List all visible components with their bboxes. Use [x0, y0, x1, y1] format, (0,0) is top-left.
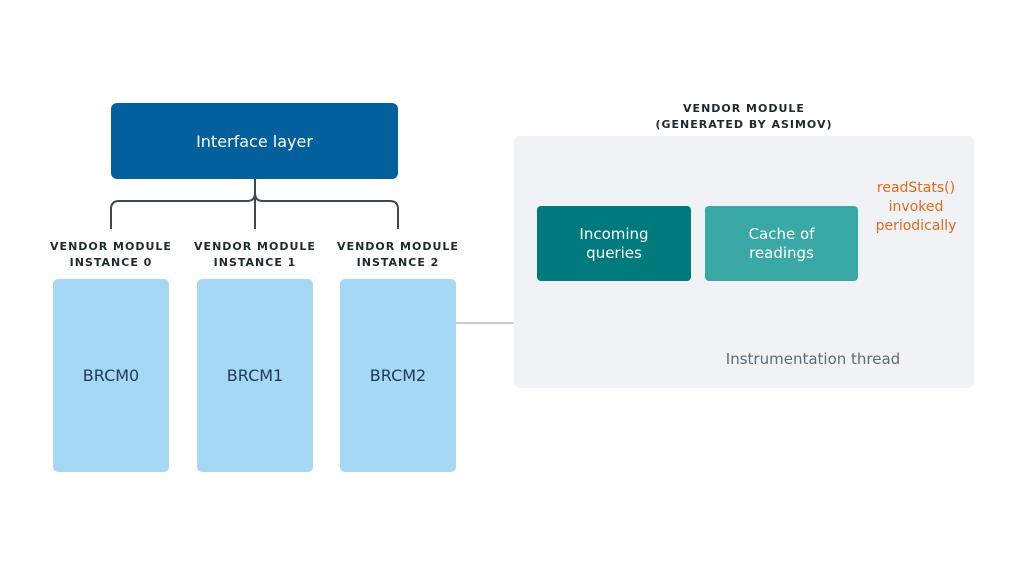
incoming-queries-box: Incoming queries	[537, 206, 691, 281]
incoming-queries-line1: Incoming	[579, 224, 649, 243]
instance-2-label: VENDOR MODULE INSTANCE 2	[328, 239, 468, 271]
vendor-module-title-line2: (GENERATED BY ASIMOV)	[655, 118, 833, 131]
cache-line1: Cache of	[748, 224, 815, 243]
brcm2-label: BRCM2	[369, 366, 427, 385]
interface-layer-label: Interface layer	[196, 131, 313, 151]
readstats-line1: readStats()	[876, 180, 956, 196]
interface-layer-box: Interface layer	[111, 103, 398, 179]
readstats-line3: periodically	[875, 218, 957, 234]
cache-of-readings-box: Cache of readings	[705, 206, 858, 281]
readstats-line2: invoked	[888, 199, 944, 215]
tree-connector	[110, 179, 399, 229]
instrumentation-thread-label: Instrumentation thread	[725, 350, 901, 368]
vendor-module-title: VENDOR MODULE (GENERATED BY ASIMOV)	[644, 101, 844, 133]
readstats-annotation: readStats() invoked periodically	[866, 179, 966, 236]
brcm1-box: BRCM1	[197, 279, 313, 472]
instance-1-label-line2: INSTANCE 1	[213, 256, 297, 269]
brcm0-label: BRCM0	[82, 366, 140, 385]
instance-1-label-line1: VENDOR MODULE	[194, 240, 316, 253]
instance-2-label-line2: INSTANCE 2	[356, 256, 440, 269]
instance-0-label: VENDOR MODULE INSTANCE 0	[41, 239, 181, 271]
instance-2-label-line1: VENDOR MODULE	[337, 240, 459, 253]
vendor-module-title-line1: VENDOR MODULE	[683, 102, 805, 115]
instance-1-label: VENDOR MODULE INSTANCE 1	[185, 239, 325, 271]
brcm2-box: BRCM2	[340, 279, 456, 472]
brcm0-box: BRCM0	[53, 279, 169, 472]
incoming-queries-line2: queries	[586, 243, 642, 262]
brcm1-label: BRCM1	[226, 366, 284, 385]
instance-0-label-line2: INSTANCE 0	[69, 256, 153, 269]
instance-0-label-line1: VENDOR MODULE	[50, 240, 172, 253]
cache-line2: readings	[749, 243, 814, 262]
